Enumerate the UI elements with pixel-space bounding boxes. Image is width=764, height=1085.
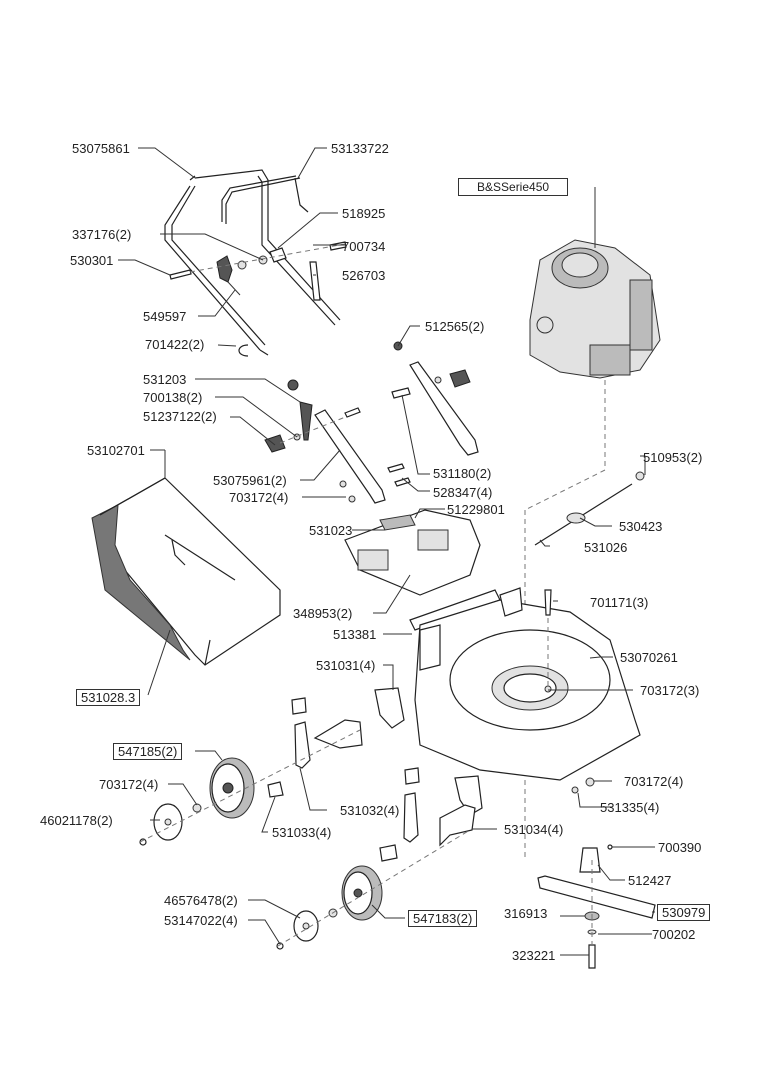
clip-part <box>269 247 287 263</box>
label-53147022: 53147022(4) <box>164 913 238 928</box>
label-547183-box: 547183(2) <box>408 910 478 927</box>
label-531028-box: 531028.3 <box>76 689 141 706</box>
label-530979-box: 530979 <box>657 904 711 921</box>
label-531031: 531031(4) <box>316 658 376 673</box>
clip-701422-part <box>238 344 249 357</box>
label-531028: 531028.3 <box>76 689 141 706</box>
bolt-531033-part <box>267 781 284 798</box>
label-531033: 531033(4) <box>272 825 332 840</box>
label-518925: 518925 <box>342 206 386 221</box>
label-547183: 547183(2) <box>408 910 478 927</box>
label-530979: 530979 <box>657 904 711 921</box>
handle-lower-part <box>164 169 341 351</box>
rear-wheel-part <box>341 865 383 921</box>
label-530423: 530423 <box>619 519 663 534</box>
screw-part <box>169 269 192 280</box>
label-700202: 700202 <box>652 927 696 942</box>
label-337176: 337176(2) <box>72 227 132 242</box>
label-528347: 528347(4) <box>433 485 493 500</box>
label-547185-box: 547185(2) <box>113 743 183 760</box>
rear-rod-part <box>534 471 645 546</box>
label-531034: 531034(4) <box>504 822 564 837</box>
label-547185: 547185(2) <box>113 743 183 760</box>
handle-upper-part <box>221 175 309 224</box>
front-wheel-part <box>209 757 255 819</box>
throttle-lever-part <box>216 255 241 296</box>
label-549597: 549597 <box>143 309 187 324</box>
plate-531032-part <box>294 721 311 769</box>
label-531032: 531032(4) <box>340 803 400 818</box>
height-bracket-left-part <box>264 379 411 504</box>
rear-hubcap-part <box>293 910 319 942</box>
label-701422: 701422(2) <box>145 337 205 352</box>
height-bracket-right-part <box>391 341 479 456</box>
front-wheel-nut-part <box>192 803 202 813</box>
label-53133722: 53133722 <box>331 141 389 156</box>
sleeve-part <box>309 261 321 301</box>
mower-deck-part <box>414 587 641 781</box>
blade-bolt-part <box>588 944 596 969</box>
label-512565: 512565(2) <box>425 319 485 334</box>
engine-part <box>529 239 661 379</box>
grass-bag-part <box>91 477 281 666</box>
rear-flap-part <box>344 509 481 596</box>
label-531023: 531023 <box>309 523 353 538</box>
blade-adapter-part <box>579 844 613 873</box>
height-lever-front-part <box>374 687 405 729</box>
label-323221: 323221 <box>512 948 556 963</box>
label-46021178: 46021178(2) <box>40 813 113 828</box>
deck-nut-part <box>585 777 595 787</box>
label-348953: 348953(2) <box>293 606 353 621</box>
label-53070261: 53070261 <box>620 650 678 665</box>
label-531203: 531203 <box>143 372 187 387</box>
label-316913: 316913 <box>504 906 548 921</box>
nut-part <box>237 260 247 270</box>
label-530301: 530301 <box>70 253 114 268</box>
bolt-rear-part <box>379 844 398 862</box>
label-526703: 526703 <box>342 268 386 283</box>
label-513381: 513381 <box>333 627 377 642</box>
label-531180: 531180(2) <box>433 466 492 481</box>
label-700138: 700138(2) <box>143 390 203 405</box>
axle-bracket-rear-part <box>439 804 476 847</box>
label-703172-brackets: 703172(4) <box>229 490 289 505</box>
leader-lines <box>118 147 655 956</box>
label-53102701: 53102701 <box>87 443 145 458</box>
label-701171: 701171(3) <box>590 595 649 610</box>
plate-cap-rear-part <box>404 767 420 785</box>
label-51229801: 51229801 <box>447 502 505 517</box>
plate-cap-part <box>291 697 307 715</box>
deck-washer-part <box>571 786 579 794</box>
label-53075961: 53075961(2) <box>213 473 287 488</box>
label-700734: 700734 <box>342 239 386 254</box>
deck-bolt-part <box>544 589 552 616</box>
engine-label: B&SSerie450 <box>458 178 569 196</box>
height-lever-rear-part <box>454 775 483 816</box>
bolt-part <box>329 241 347 251</box>
label-700390: 700390 <box>658 840 702 855</box>
label-703172-rear: 703172(4) <box>624 774 684 789</box>
rear-hubcap-screw-part <box>276 942 284 950</box>
plate-rear-part <box>403 792 419 843</box>
label-531335: 531335(4) <box>600 800 660 815</box>
label-703172-deck: 703172(3) <box>640 683 700 698</box>
label-46576478: 46576478(2) <box>164 893 238 908</box>
engine-label-box: B&SSerie450 <box>458 178 569 196</box>
label-531026: 531026 <box>584 540 628 555</box>
label-512427: 512427 <box>628 873 672 888</box>
front-hubcap-part <box>153 803 183 841</box>
label-510953: 510953(2) <box>643 450 703 465</box>
label-53075861: 53075861 <box>72 141 130 156</box>
label-703172-front-wheel: 703172(4) <box>99 777 159 792</box>
axle-bracket-front-part <box>313 719 363 749</box>
label-51237122: 51237122(2) <box>143 409 217 424</box>
